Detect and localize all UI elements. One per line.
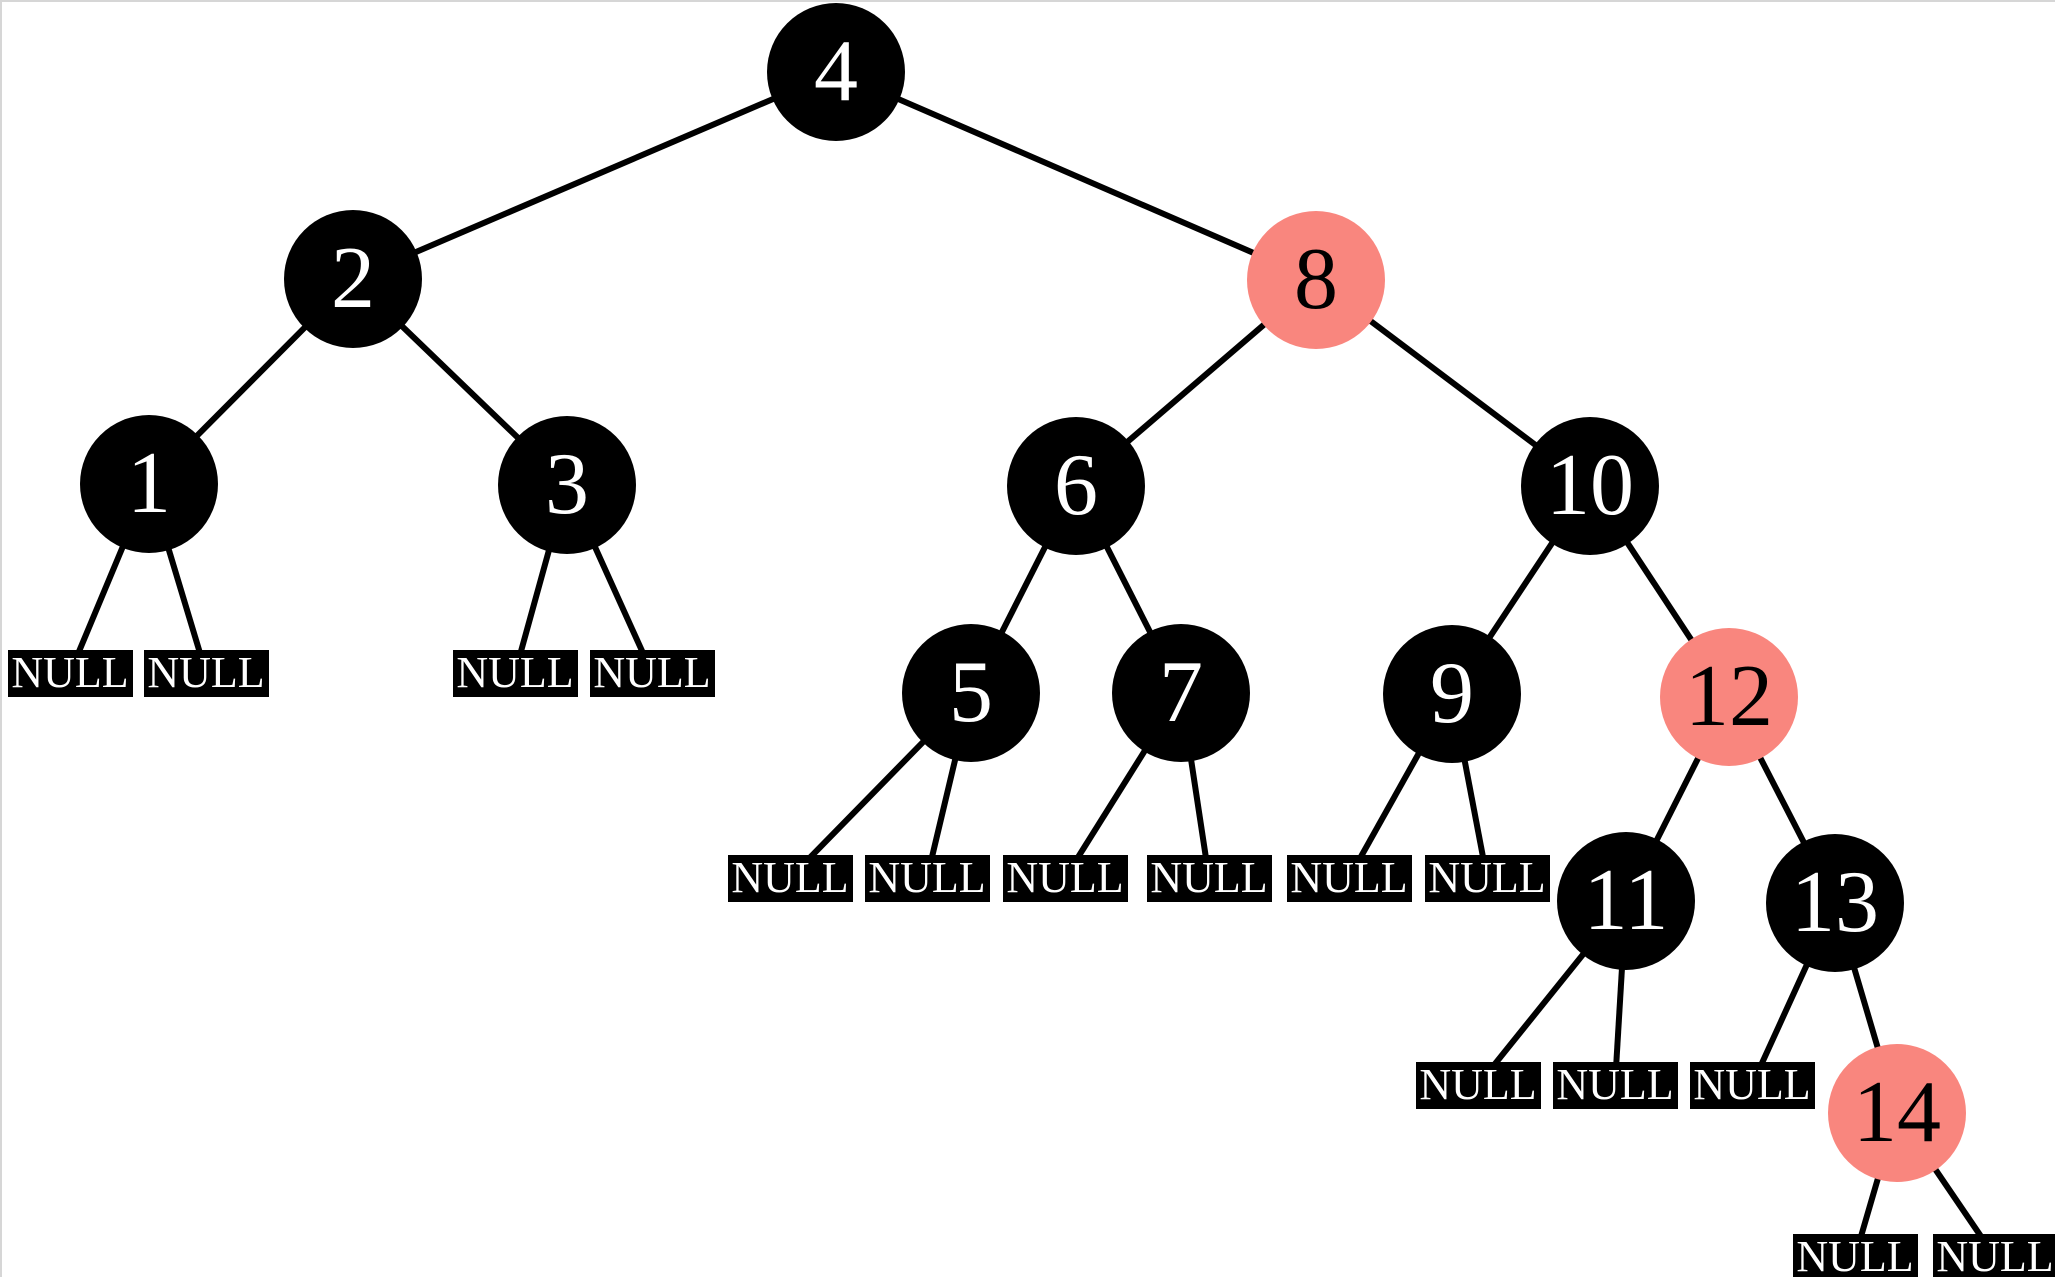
tree-node-10: 10 bbox=[1521, 417, 1659, 555]
tree-node-9: 9 bbox=[1383, 625, 1521, 763]
null-leaf-3L: NULL bbox=[452, 648, 578, 697]
null-leaf-7R: NULL bbox=[1146, 853, 1272, 902]
node-label: 11 bbox=[1583, 852, 1669, 949]
null-label: NULL bbox=[593, 648, 711, 697]
tree-node-7: 7 bbox=[1112, 624, 1250, 762]
tree-node-14: 14 bbox=[1828, 1044, 1966, 1182]
node-label: 14 bbox=[1853, 1064, 1941, 1161]
node-label: 9 bbox=[1430, 645, 1474, 742]
tree-node-2: 2 bbox=[284, 210, 422, 348]
node-label: 12 bbox=[1685, 648, 1773, 745]
tree-node-3: 3 bbox=[498, 416, 636, 554]
tree-edge-4-2 bbox=[351, 69, 838, 282]
null-label: NULL bbox=[731, 853, 849, 902]
null-leaf-5R: NULL bbox=[864, 853, 990, 902]
null-leaf-3R: NULL bbox=[589, 648, 715, 697]
null-leaf-11L: NULL bbox=[1415, 1060, 1541, 1109]
tree-node-12: 12 bbox=[1660, 628, 1798, 766]
node-label: 10 bbox=[1546, 437, 1634, 534]
null-label: NULL bbox=[868, 853, 986, 902]
null-label: NULL bbox=[147, 648, 265, 697]
null-label: NULL bbox=[1150, 853, 1268, 902]
null-label: NULL bbox=[11, 648, 129, 697]
node-label: 4 bbox=[814, 23, 858, 120]
tree-node-6: 6 bbox=[1007, 417, 1145, 555]
node-label: 3 bbox=[545, 436, 589, 533]
null-leaf-1L: NULL bbox=[7, 648, 133, 697]
null-leaf-14R: NULL bbox=[1932, 1232, 2055, 1277]
null-label: NULL bbox=[456, 648, 574, 697]
null-leaf-9L: NULL bbox=[1286, 853, 1412, 902]
null-leaf-9R: NULL bbox=[1424, 853, 1550, 902]
null-label: NULL bbox=[1419, 1060, 1537, 1109]
null-label: NULL bbox=[1006, 853, 1124, 902]
tree-edge-4-8 bbox=[834, 69, 1318, 283]
null-leaf-11R: NULL bbox=[1552, 1060, 1678, 1109]
tree-node-4: 4 bbox=[767, 3, 905, 141]
node-label: 5 bbox=[949, 644, 993, 741]
null-label: NULL bbox=[1936, 1232, 2054, 1277]
tree-node-8: 8 bbox=[1247, 211, 1385, 349]
null-label: NULL bbox=[1428, 853, 1546, 902]
tree-node-1: 1 bbox=[80, 415, 218, 553]
node-label: 13 bbox=[1791, 854, 1879, 951]
tree-node-11: 11 bbox=[1557, 832, 1695, 970]
null-leaf-13L: NULL bbox=[1689, 1060, 1815, 1109]
node-label: 1 bbox=[127, 435, 171, 532]
null-leaf-7L: NULL bbox=[1002, 853, 1128, 902]
node-label: 6 bbox=[1054, 437, 1098, 534]
null-label: NULL bbox=[1290, 853, 1408, 902]
node-label: 2 bbox=[331, 230, 375, 327]
tree-node-5: 5 bbox=[902, 624, 1040, 762]
null-leaf-1R: NULL bbox=[143, 648, 269, 697]
node-label: 8 bbox=[1294, 231, 1338, 328]
tree-node-13: 13 bbox=[1766, 834, 1904, 972]
node-label: 7 bbox=[1159, 644, 1203, 741]
null-label: NULL bbox=[1693, 1060, 1811, 1109]
null-label: NULL bbox=[1796, 1232, 1914, 1277]
null-leaf-14L: NULL bbox=[1792, 1232, 1918, 1277]
null-leaf-5L: NULL bbox=[727, 853, 853, 902]
null-label: NULL bbox=[1556, 1060, 1674, 1109]
